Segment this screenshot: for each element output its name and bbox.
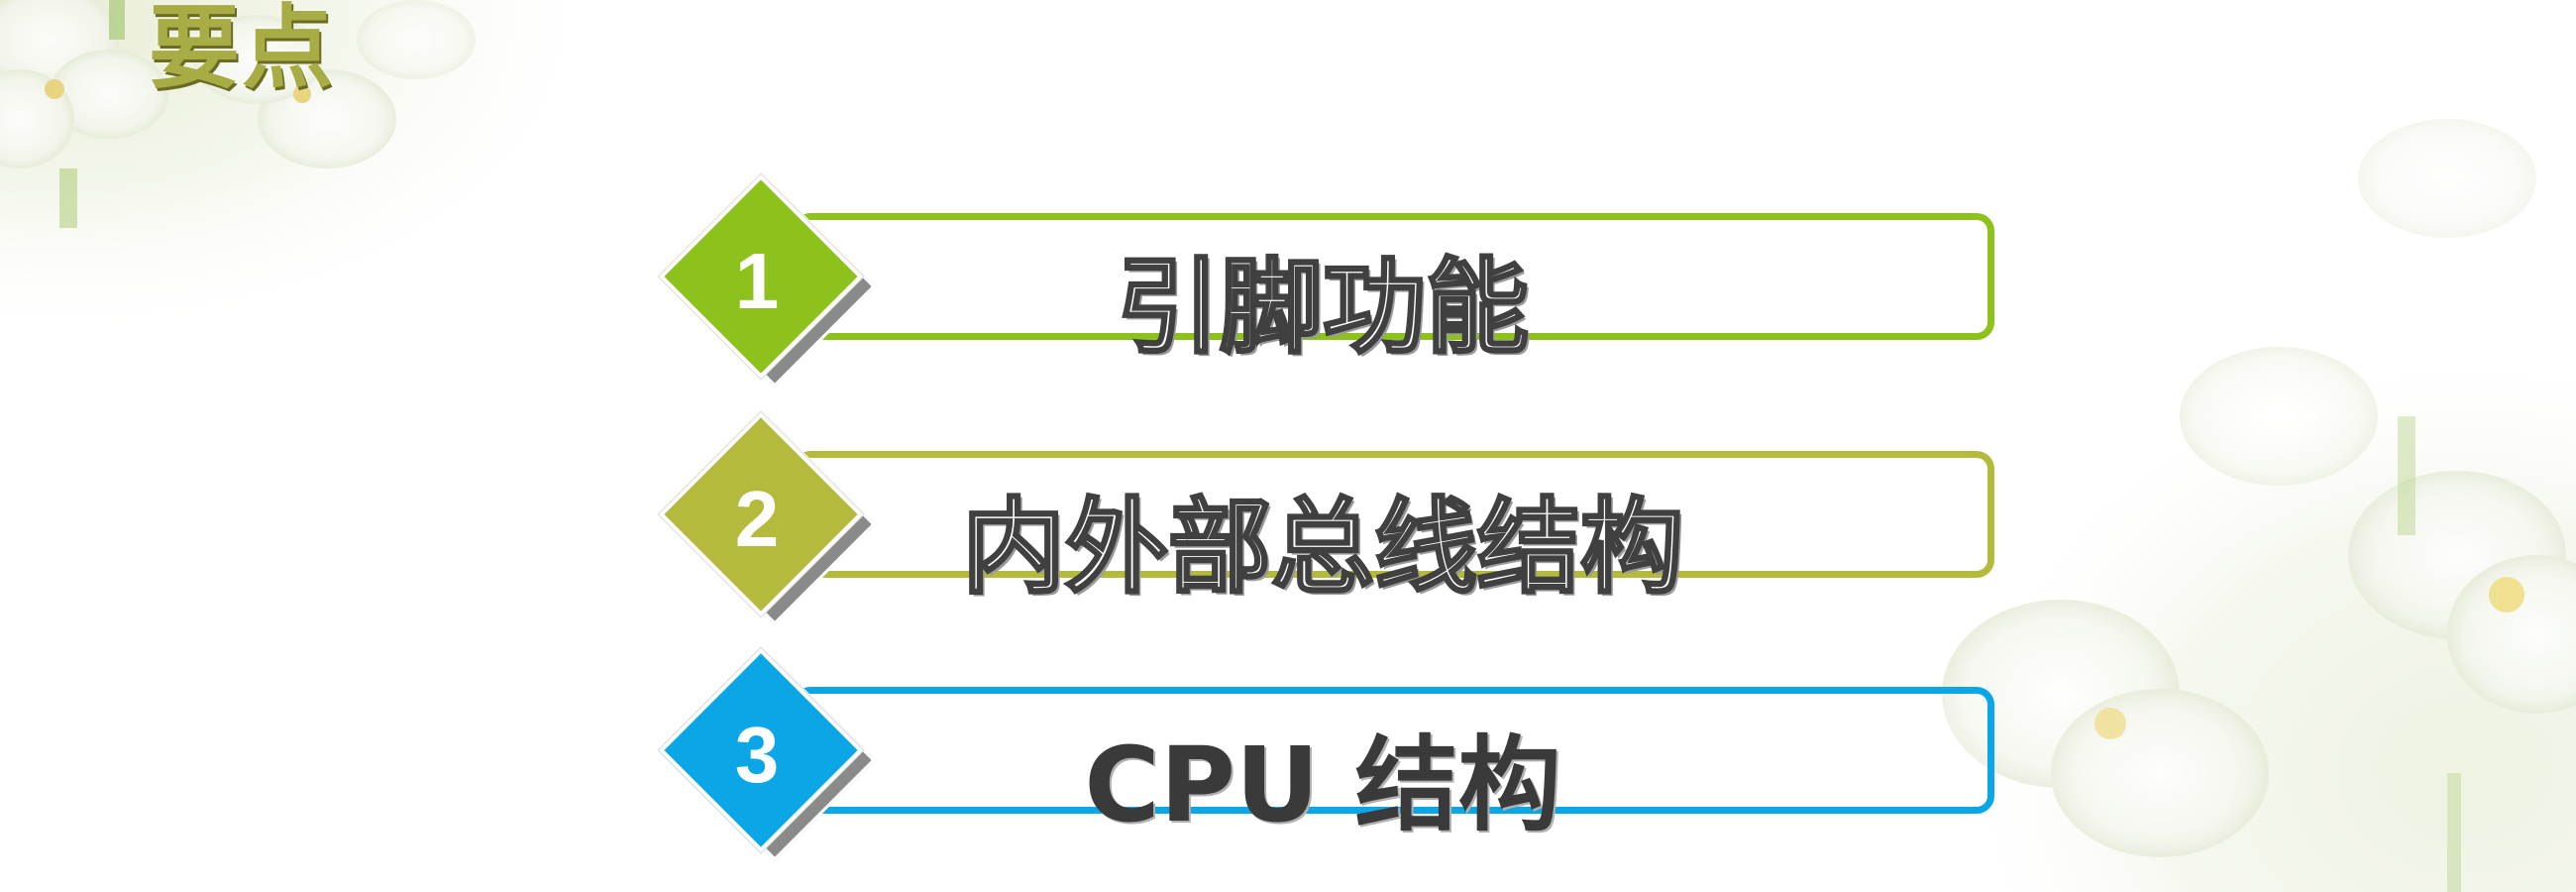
list-item: 1 引脚功能: [0, 0, 2576, 388]
item-bar: [793, 451, 1994, 578]
item-number: 3: [734, 711, 780, 799]
item-label: 引脚功能: [1115, 247, 1530, 368]
list-item: 3 CPU 结构: [0, 0, 2576, 861]
item-number: 1: [734, 237, 780, 325]
item-number: 2: [734, 475, 780, 563]
item-bar: [793, 687, 1994, 814]
item-label: 内外部总线结构: [960, 487, 1684, 608]
list-item: 2 内外部总线结构: [0, 0, 2576, 625]
slide-title: 要点: [149, 0, 336, 101]
item-bar: [793, 213, 1994, 340]
item-label: CPU 结构: [1084, 725, 1561, 845]
